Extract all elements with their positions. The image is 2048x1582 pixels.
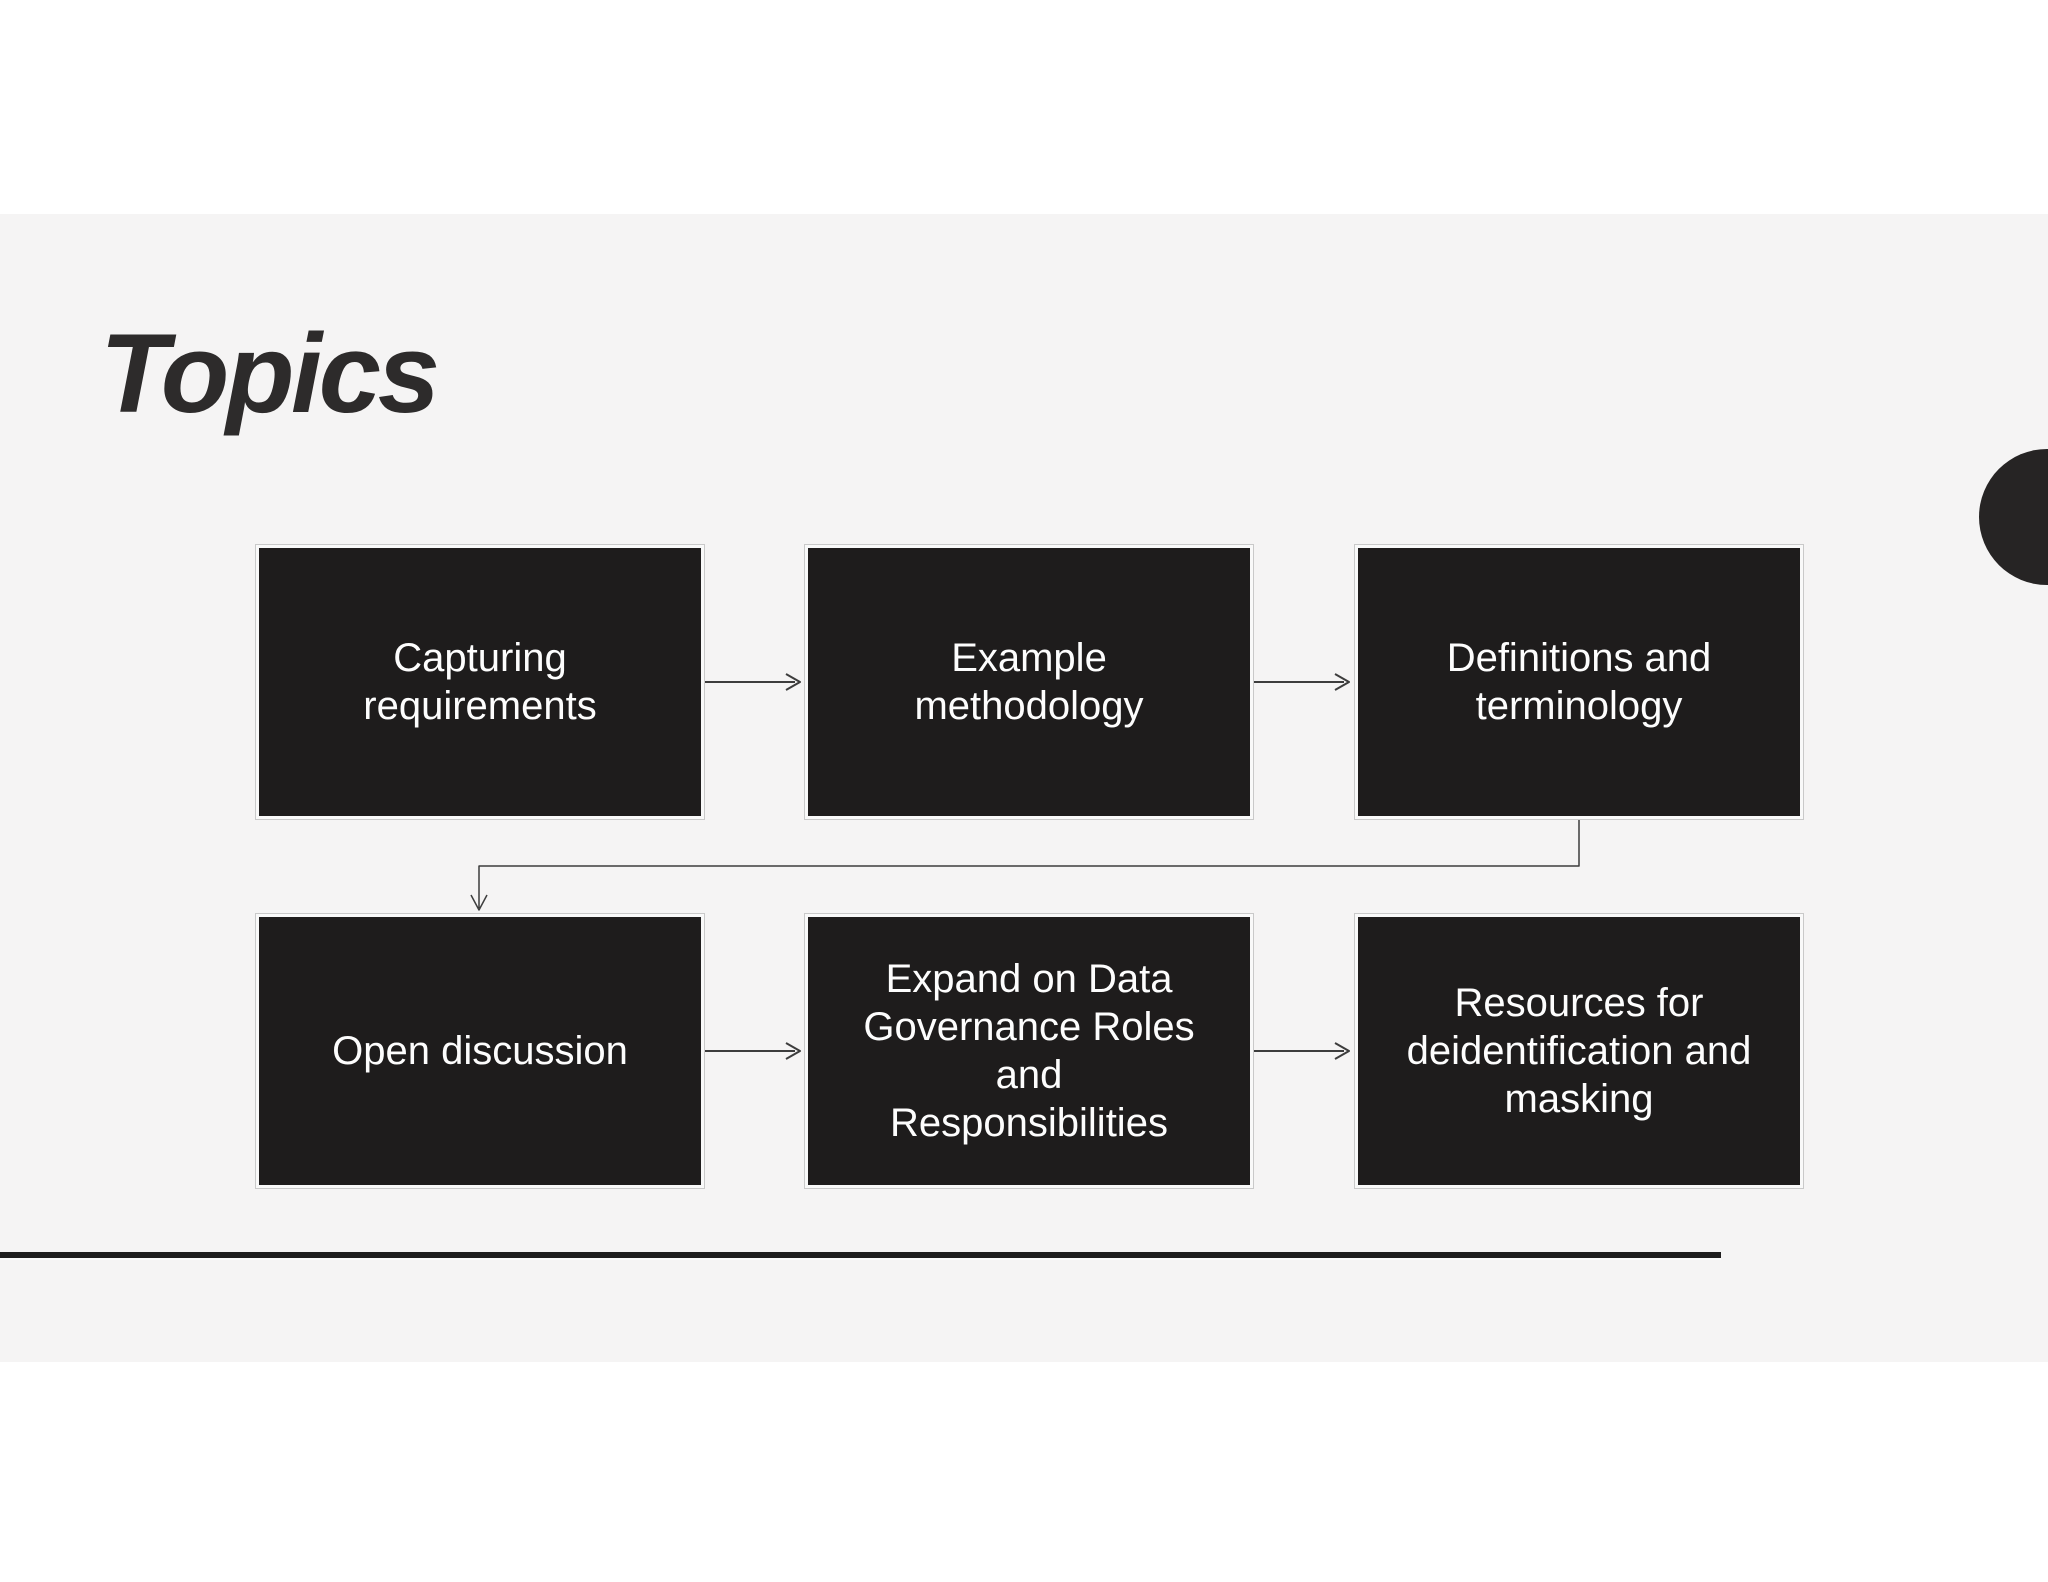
flow-box-label: Expand on Data Governance Roles and Resp… bbox=[863, 957, 1195, 1145]
flow-box-example-methodology: Example methodology bbox=[805, 545, 1253, 819]
flow-box-label: Example methodology bbox=[914, 636, 1144, 728]
slide-title: Topics bbox=[100, 311, 440, 436]
bottom-divider-line bbox=[0, 1252, 1721, 1260]
flow-box-data-governance-roles: Expand on Data Governance Roles and Resp… bbox=[805, 914, 1253, 1188]
flow-box-definitions-terminology: Definitions and terminology bbox=[1355, 545, 1803, 819]
flow-box-label: Capturing requirements bbox=[363, 636, 597, 728]
flow-box-capturing-requirements: Capturing requirements bbox=[256, 545, 704, 819]
flow-box-open-discussion: Open discussion bbox=[256, 914, 704, 1188]
flow-box-label: Definitions and terminology bbox=[1446, 636, 1712, 728]
flow-box-label: Open discussion bbox=[332, 1029, 628, 1073]
flow-box-label: Resources for deidentification and maski… bbox=[1406, 981, 1752, 1121]
flow-box-deidentification-resources: Resources for deidentification and maski… bbox=[1355, 914, 1803, 1188]
